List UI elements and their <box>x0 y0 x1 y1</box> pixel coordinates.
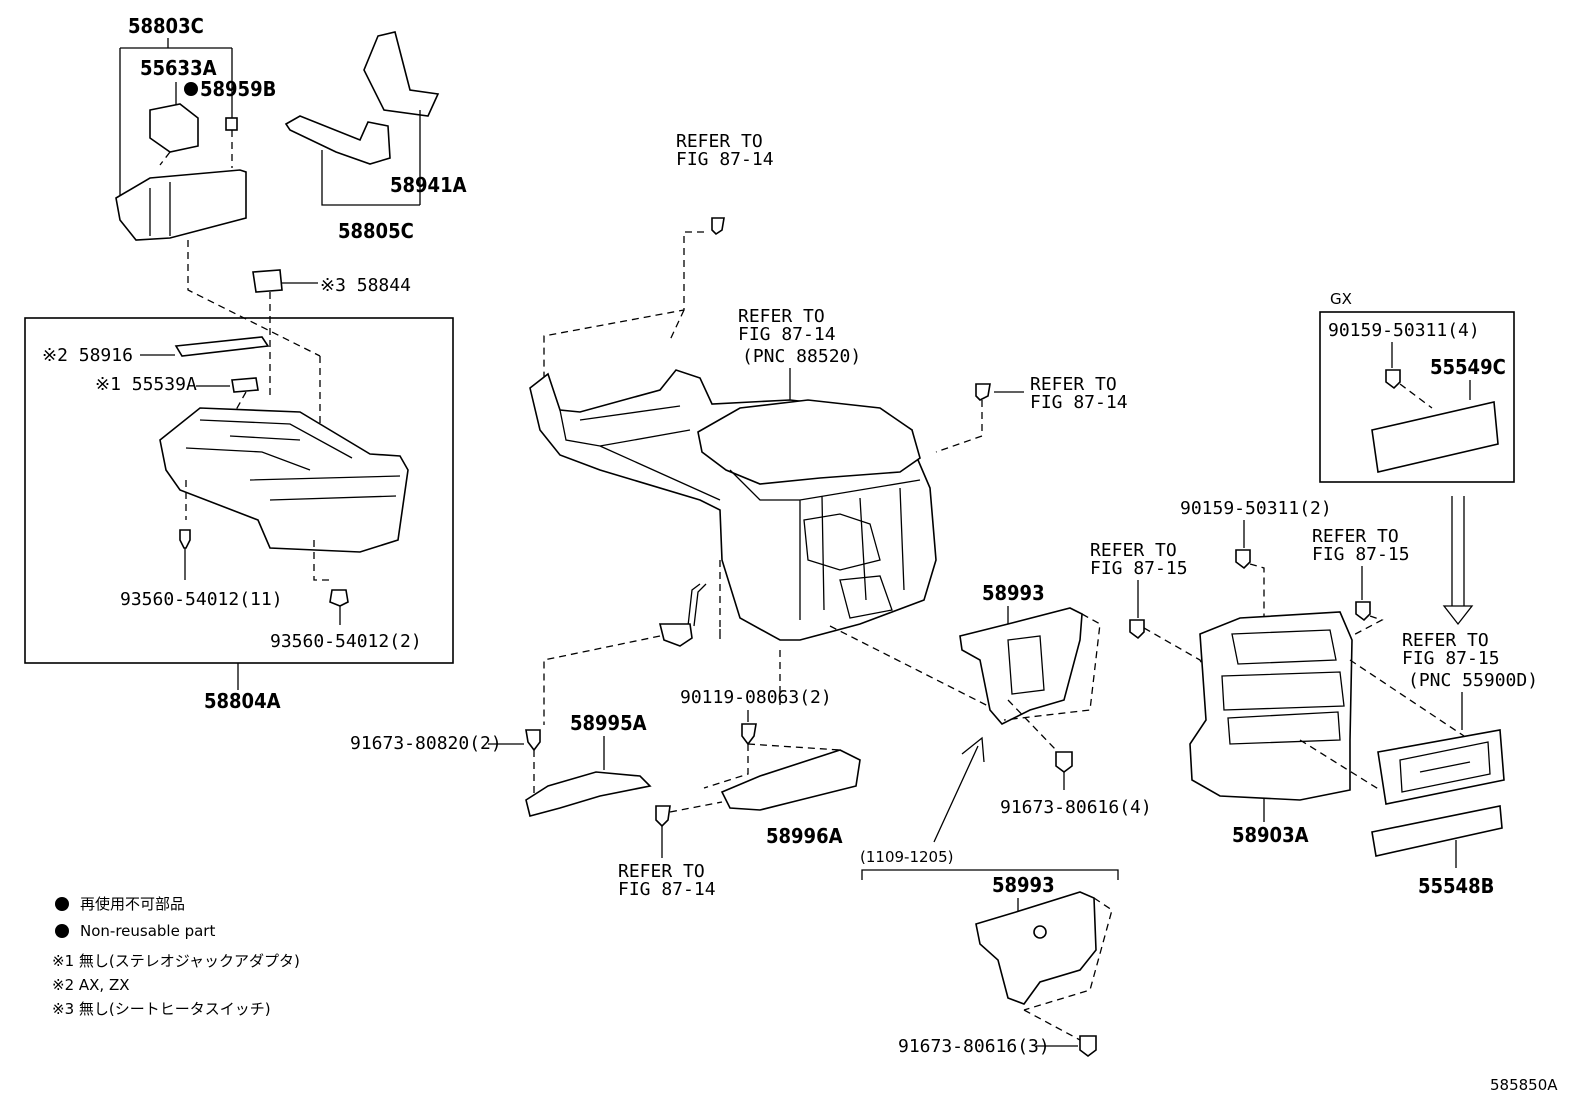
diagram-id: 585850A <box>1490 1076 1558 1094</box>
seat-heater-switch-group: ※3 58844 <box>252 269 411 400</box>
cup-holder-group: 58803C 55633A 58959B <box>115 14 321 357</box>
gx-box <box>1319 311 1515 483</box>
label-58844: ※3 58844 <box>320 275 411 296</box>
label-55548B: 55548B <box>1418 874 1494 898</box>
rear-panel-group: REFER TO FIG 87-15 90159-50311(2) REFER … <box>1090 290 1538 898</box>
label-55633A: 55633A <box>140 56 217 80</box>
upper-panel-frame <box>24 317 454 664</box>
legend-note3: ※3 無し(シートヒータスイッチ) <box>52 1000 271 1018</box>
bolt-80820 <box>525 729 541 752</box>
hose-clip-part <box>658 623 693 647</box>
label-58903A: 58903A <box>1232 823 1309 847</box>
lower-brackets-group: 91673-80820(2) 58995A 90119-08063(2) 589… <box>350 687 861 900</box>
label-91673-80820: 91673-80820(2) <box>350 733 502 754</box>
label-58804A: 58804A <box>204 689 281 713</box>
upper-panel-part <box>159 407 409 553</box>
label-93560-2: 93560-54012(2) <box>270 631 422 652</box>
label-90119: 90119-08063(2) <box>680 687 832 708</box>
label-91673-4: 91673-80616(4) <box>1000 797 1152 818</box>
legend-dot-jp <box>55 897 69 911</box>
screw-90159-4 <box>1385 369 1401 390</box>
label-58993: 58993 <box>982 581 1045 605</box>
cup-holder-base-part <box>115 169 247 241</box>
ref3-line2: FIG 87-14 <box>1030 392 1128 413</box>
rail-bracket-part <box>284 115 391 165</box>
label-58941A: 58941A <box>390 173 467 197</box>
ref3-line1: REFER TO <box>1030 374 1117 395</box>
armrest-lid-part <box>697 399 921 485</box>
label-range: (1109-1205) <box>860 848 953 866</box>
label-90159-2: 90159-50311(2) <box>1180 498 1332 519</box>
upper-panel-box: ※2 58916 ※1 55539A 93560-54012(11) 93560… <box>24 317 454 713</box>
bracket-hole <box>1033 925 1047 939</box>
small-clip-part <box>225 117 238 131</box>
label-55539A: ※1 55539A <box>95 374 197 395</box>
rear-bracket-group: 58993 91673-80616(4) (1109-1205) 58993 9… <box>860 581 1152 1057</box>
screw-ref5 <box>1129 619 1145 640</box>
cover-55548B-part <box>1371 805 1503 857</box>
ref6-line2: FIG 87-15 <box>1312 544 1410 565</box>
legend-note1: ※1 無し(ステレオジャックアダプタ) <box>52 952 300 970</box>
label-58803C: 58803C <box>128 14 204 38</box>
ref7-line1: REFER TO <box>1402 630 1489 651</box>
bolt-80616-4 <box>1055 751 1073 773</box>
screw-90159-2 <box>1235 549 1251 570</box>
ref1-line1: REFER TO <box>676 131 763 152</box>
clip-part <box>711 217 725 236</box>
ref5-line1: REFER TO <box>1090 540 1177 561</box>
label-58805C: 58805C <box>338 219 414 243</box>
ref5-line2: FIG 87-15 <box>1090 558 1188 579</box>
console-body-group: REFER TO FIG 87-14 REFER TO FIG 87-14 (P… <box>529 131 1128 725</box>
bracket-58993-variant-part <box>975 891 1097 1005</box>
ref2-line1: REFER TO <box>738 306 825 327</box>
console-tray-group: 58941A 58805C <box>284 31 467 243</box>
legend-nonreuse-jp: 再使用不可部品 <box>80 895 185 913</box>
ref2-line3: (PNC 88520) <box>742 346 861 367</box>
ref1-line2: FIG 87-14 <box>676 149 774 170</box>
ref2-line2: FIG 87-14 <box>738 324 836 345</box>
label-91673-3: 91673-80616(3) <box>898 1036 1050 1057</box>
non-reusable-dot <box>184 82 198 96</box>
ref4-line2: FIG 87-14 <box>618 879 716 900</box>
ref7-line3: (PNC 55900D) <box>1408 670 1538 691</box>
bolt-90119 <box>741 723 757 746</box>
legend: 再使用不可部品 Non-reusable part ※1 無し(ステレオジャック… <box>52 895 300 1018</box>
tray-insert-part <box>363 31 440 117</box>
label-58993-variant: 58993 <box>992 873 1055 897</box>
switch-part <box>252 269 283 293</box>
label-55549C: 55549C <box>1430 355 1506 379</box>
adapter-part <box>231 377 259 393</box>
legend-note2: ※2 AX, ZX <box>52 976 130 994</box>
pad-part <box>174 336 270 357</box>
label-58916: ※2 58916 <box>42 345 133 366</box>
screw-2 <box>329 589 349 607</box>
label-58959B: 58959B <box>200 77 276 101</box>
bracket-58995A-part <box>525 771 652 817</box>
label-58996A: 58996A <box>766 824 843 848</box>
screw-11 <box>179 529 191 549</box>
screw-ref6 <box>1355 601 1371 622</box>
label-gx: GX <box>1330 290 1352 308</box>
rear-panel-58903A-part <box>1189 611 1353 801</box>
ref4-line1: REFER TO <box>618 861 705 882</box>
label-93560-11: 93560-54012(11) <box>120 589 283 610</box>
bolt-80616-3 <box>1079 1035 1097 1057</box>
ref7-line2: FIG 87-15 <box>1402 648 1500 669</box>
label-90159-4: 90159-50311(4) <box>1328 320 1480 341</box>
climate-control-part <box>1377 729 1505 805</box>
bracket-58993-part <box>959 607 1083 725</box>
cover-55549C-part <box>1371 401 1499 473</box>
legend-nonreuse-en: Non-reusable part <box>80 922 215 940</box>
legend-dot-en <box>55 924 69 938</box>
bolt-ref4 <box>655 805 671 828</box>
ref6-line1: REFER TO <box>1312 526 1399 547</box>
console-screw-part <box>975 383 991 401</box>
label-58995A: 58995A <box>570 711 647 735</box>
cup-insert-part <box>149 103 199 153</box>
bracket-58996A-part <box>720 749 861 811</box>
